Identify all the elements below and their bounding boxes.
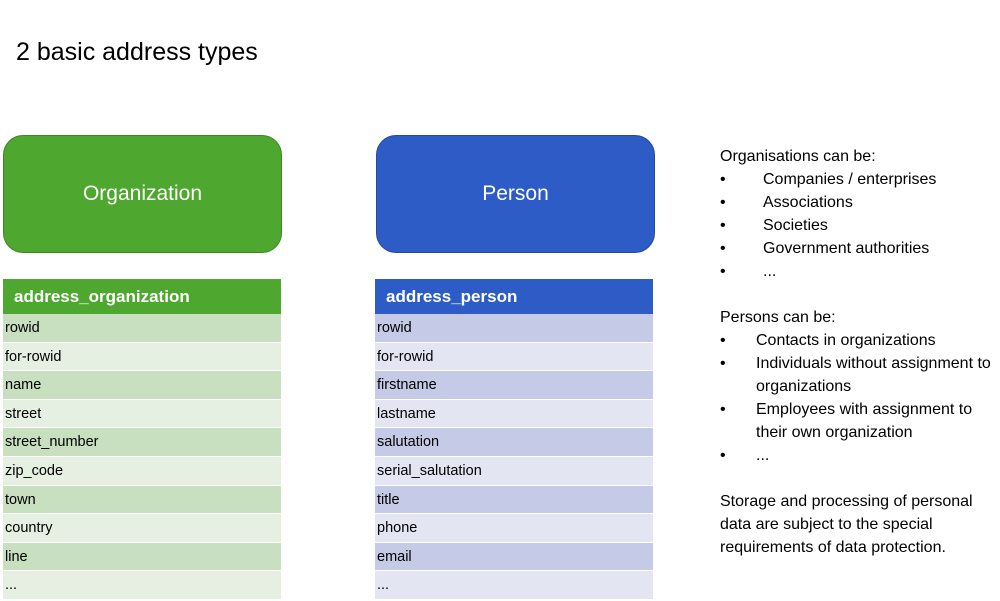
table-row: ...: [375, 571, 653, 600]
table-row: serial_salutation: [375, 456, 653, 486]
table-row: street_number: [3, 428, 281, 457]
table-row: street: [3, 399, 281, 429]
organisations-list: •Companies / enterprises •Associations •…: [720, 168, 1000, 283]
slide-title: 2 basic address types: [16, 38, 258, 66]
organization-box-label: Organization: [82, 182, 203, 205]
table-row: firstname: [375, 371, 653, 400]
list-item: •Associations: [720, 191, 1000, 214]
data-protection-note: Storage and processing of personal data …: [720, 493, 973, 556]
bullet-icon: •: [720, 332, 726, 349]
table-row: rowid: [3, 314, 281, 343]
table-row: for-rowid: [3, 342, 281, 372]
bullet-icon: •: [720, 194, 726, 211]
address-person-table-header: address_person: [375, 279, 653, 314]
table-row: name: [3, 371, 281, 400]
person-box-label: Person: [482, 182, 549, 205]
address-person-table: address_person rowid for-rowid firstname…: [375, 279, 653, 600]
table-row: ...: [3, 571, 281, 600]
table-row: for-rowid: [375, 342, 653, 372]
table-row: rowid: [375, 314, 653, 343]
list-item: •Government authorities: [720, 237, 1000, 260]
list-item: •Companies / enterprises: [720, 168, 1000, 191]
table-row: line: [3, 542, 281, 572]
table-row: zip_code: [3, 456, 281, 486]
bullet-icon: •: [720, 447, 726, 464]
persons-list: •Contacts in organizations •Individuals …: [720, 329, 1000, 467]
address-organization-table-header: address_organization: [3, 279, 281, 314]
table-row: title: [375, 485, 653, 515]
table-row: phone: [375, 514, 653, 543]
table-row: email: [375, 542, 653, 572]
bullet-icon: •: [720, 240, 726, 257]
organization-entity-box: Organization: [3, 135, 282, 253]
table-row: country: [3, 514, 281, 543]
list-item: •...: [720, 260, 1000, 283]
list-item: •...: [720, 444, 1000, 467]
table-row: salutation: [375, 428, 653, 457]
person-entity-box: Person: [376, 135, 655, 253]
bullet-icon: •: [720, 263, 726, 280]
notes-panel: Organisations can be: •Companies / enter…: [720, 145, 1000, 559]
list-item: •Employees with assignment to their own …: [720, 398, 1000, 444]
bullet-icon: •: [720, 401, 726, 418]
bullet-icon: •: [720, 171, 726, 188]
table-row: town: [3, 485, 281, 515]
address-organization-table: address_organization rowid for-rowid nam…: [3, 279, 281, 600]
table-row: lastname: [375, 399, 653, 429]
list-item: •Individuals without assignment to organ…: [720, 352, 1000, 398]
organisations-heading: Organisations can be:: [720, 148, 876, 165]
persons-heading: Persons can be:: [720, 309, 836, 326]
list-item: •Societies: [720, 214, 1000, 237]
bullet-icon: •: [720, 217, 726, 234]
list-item: •Contacts in organizations: [720, 329, 1000, 352]
bullet-icon: •: [720, 355, 726, 372]
